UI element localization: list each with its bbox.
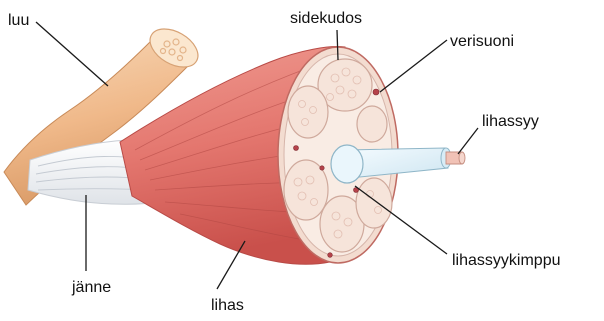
- leader-verisuoni: [380, 40, 447, 92]
- label-sidekudos: sidekudos: [290, 10, 362, 27]
- label-janne: jänne: [71, 279, 111, 296]
- label-lihassyykimppu: lihassyykimppu: [452, 252, 560, 269]
- label-verisuoni: verisuoni: [450, 33, 514, 50]
- muscle-fiber: [331, 145, 465, 183]
- label-lihas: lihas: [211, 297, 244, 314]
- label-lihassyy: lihassyy: [482, 113, 539, 130]
- leader-lihassyy: [458, 128, 478, 154]
- label-luu: luu: [8, 12, 29, 29]
- leader-luu: [36, 22, 108, 86]
